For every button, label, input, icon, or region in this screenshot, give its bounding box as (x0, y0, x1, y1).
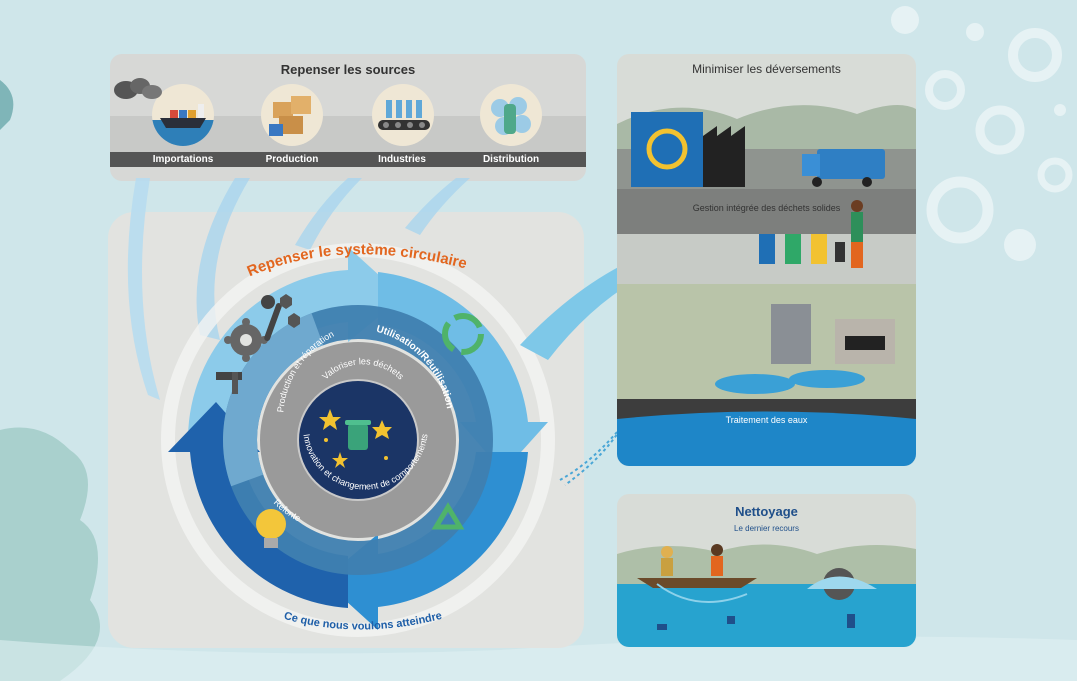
recycle-symbol-icon (431, 502, 465, 530)
circular-diagram: Repenser le système circulaire Productio… (161, 241, 555, 637)
source-label: Distribution (482, 154, 540, 165)
recycle-bin-icon (348, 424, 368, 450)
recycle-arrows-icon (442, 313, 484, 355)
minimiser-title: Minimiser les déversements (692, 62, 841, 76)
recycling-plant-icon (631, 112, 703, 187)
lightbulb-icon (256, 509, 286, 548)
gear-icon (224, 318, 268, 362)
nettoyage-title: Nettoyage (735, 504, 798, 519)
bottles-icon (480, 84, 542, 146)
nettoyage-panel: Nettoyage Le dernier recours (617, 494, 916, 647)
boxes-icon (261, 84, 323, 146)
bolt-icon (280, 294, 300, 328)
conveyor-icon (372, 84, 434, 146)
sources-title: Repenser les sources (280, 62, 416, 77)
source-label: Production (265, 154, 319, 165)
smoke-icon (114, 78, 162, 99)
debris-icon (657, 568, 877, 630)
sources-label-bar: Importations Production Industries Distr… (110, 152, 586, 167)
minimiser-scene (617, 105, 916, 466)
wrench-icon (261, 295, 282, 341)
source-label: Importations (152, 154, 214, 165)
boat-icon (637, 544, 757, 588)
person-icon (851, 200, 863, 268)
solid-waste-label: Gestion intégrée des déchets solides (692, 203, 841, 213)
sources-panel: Repenser les sources Importations (110, 54, 586, 181)
garbage-truck-icon (802, 149, 885, 187)
hammer-icon (216, 372, 242, 394)
water-label: Traitement des eaux (725, 415, 808, 425)
nettoyage-scene (617, 544, 916, 647)
nettoyage-subtitle: Le dernier recours (734, 524, 799, 533)
minimiser-panel: Minimiser les déversements Gestion intég… (617, 54, 916, 466)
water-treatment-icon (715, 304, 895, 394)
source-label: Industries (378, 154, 426, 165)
waste-bins-icon (759, 234, 845, 264)
